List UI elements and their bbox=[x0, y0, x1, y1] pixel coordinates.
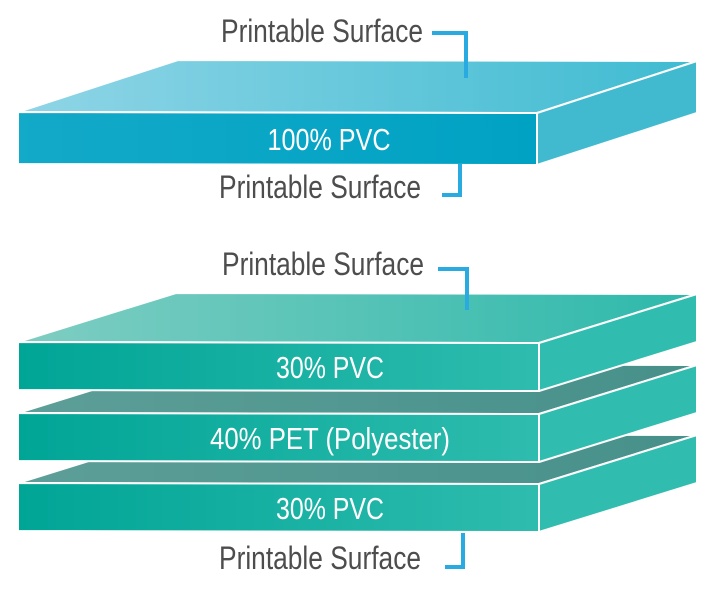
laminate-stack-diagram: Printable Surface 30% PVC 40% PET (Polye… bbox=[17, 246, 698, 576]
bottom-surface-connector-line bbox=[442, 164, 462, 197]
single-sheet-diagram: Printable Surface 100% PVC Printable Sur… bbox=[17, 13, 698, 205]
bottom-pvc-front-face bbox=[17, 482, 540, 533]
top-pvc-front-face bbox=[17, 341, 540, 392]
top-surface-connector-line bbox=[438, 267, 469, 310]
printable-surface-bottom-label: Printable Surface bbox=[219, 540, 421, 576]
pet-layer-label: 40% PET (Polyester) bbox=[210, 421, 450, 456]
printable-surface-bottom-label: Printable Surface bbox=[219, 169, 421, 205]
laminate-layer-top: 30% PVC bbox=[17, 292, 698, 392]
printable-surface-top-label: Printable Surface bbox=[222, 246, 424, 282]
top-pvc-layer-label: 30% PVC bbox=[276, 350, 384, 385]
pvc-sheet-front-face bbox=[17, 111, 538, 166]
bottom-pvc-layer-label: 30% PVC bbox=[276, 491, 384, 526]
pvc-sheet-layer-label: 100% PVC bbox=[268, 122, 391, 157]
printable-surface-top-label: Printable Surface bbox=[221, 13, 423, 49]
bottom-surface-connector-line bbox=[445, 533, 465, 569]
pet-front-face bbox=[17, 412, 540, 463]
laminate-layer-middle: 40% PET (Polyester) bbox=[17, 363, 698, 463]
top-surface-connector-line bbox=[432, 31, 468, 78]
